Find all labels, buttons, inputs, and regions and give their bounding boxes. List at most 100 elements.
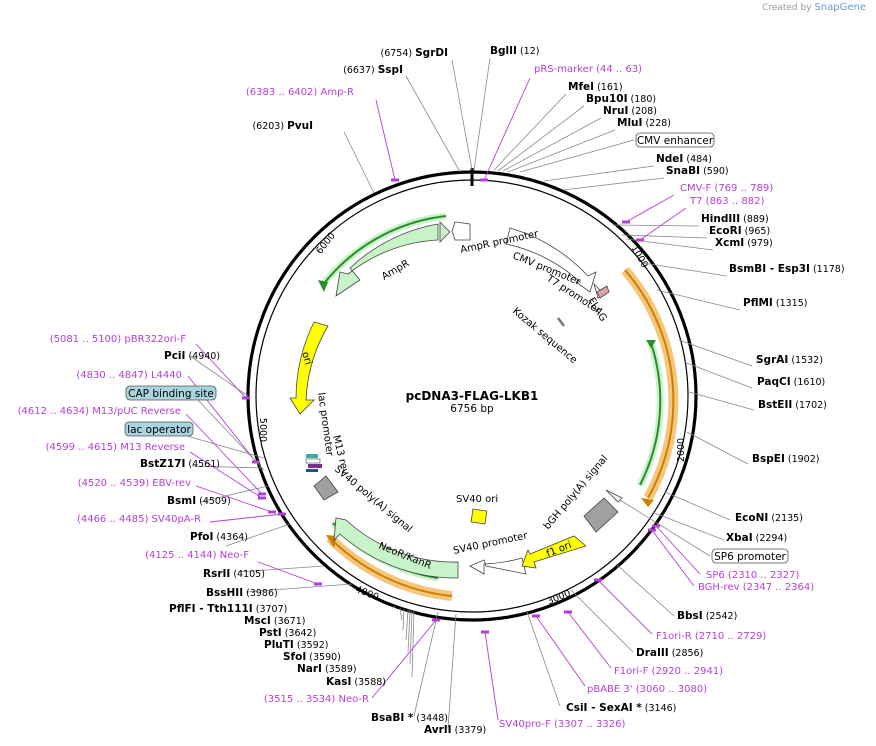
primer-neo-r[interactable]: (3515 .. 3534) Neo-R bbox=[264, 694, 369, 705]
primer-prs-marker[interactable]: pRS-marker (44 .. 63) bbox=[534, 64, 642, 75]
enzyme-pflmi[interactable]: PflMI (1315) bbox=[743, 297, 807, 309]
label-sv40-promoter: SV40 promoter bbox=[452, 530, 529, 557]
enzyme-snabi[interactable]: SnaBI (590) bbox=[666, 165, 729, 177]
primer-pbabe-3[interactable]: pBABE 3' (3060 .. 3080) bbox=[587, 684, 707, 695]
enzyme-sgrdi[interactable]: (6754) SgrDI bbox=[381, 47, 449, 59]
box-label-lac-operator[interactable]: lac operator bbox=[127, 424, 191, 436]
primer-neo-f[interactable]: (4125 .. 4144) Neo-F bbox=[145, 550, 249, 561]
primer-sv40pro-f[interactable]: SV40pro-F (3307 .. 3326) bbox=[499, 719, 626, 730]
enzyme-sfoi[interactable]: SfoI (3590) bbox=[283, 651, 341, 663]
enzyme-xbai[interactable]: XbaI (2294) bbox=[726, 532, 787, 544]
primer-sv40pa-r[interactable]: (4466 .. 4485) SV40pA-R bbox=[77, 514, 201, 525]
leader-bspei bbox=[686, 431, 749, 465]
enzyme-psti[interactable]: PstI (3642) bbox=[259, 627, 316, 639]
enzyme-bsmi[interactable]: BsmI (4509) bbox=[167, 495, 231, 507]
enzyme-paqci[interactable]: PaqCI (1610) bbox=[757, 376, 825, 388]
sv40-polya-feature[interactable] bbox=[313, 475, 339, 501]
bgh-polya-feature[interactable] bbox=[583, 497, 619, 533]
box-sp6-promoter bbox=[711, 548, 789, 564]
enzyme-rsrii[interactable]: RsrII (4105) bbox=[203, 568, 265, 580]
primer-leader-f1ori-r bbox=[597, 579, 653, 635]
enzyme-msci[interactable]: MscI (3671) bbox=[244, 615, 305, 627]
primer-leader-sv40pro-f bbox=[484, 631, 499, 721]
f1-ori-feature[interactable] bbox=[521, 535, 587, 569]
ampr-promoter-feature[interactable] bbox=[451, 221, 471, 241]
primer-leader-sp6 bbox=[655, 525, 701, 575]
primer-f1ori-r[interactable]: F1ori-R (2710 .. 2729) bbox=[656, 631, 766, 642]
enzyme-ecori[interactable]: EcoRI (965) bbox=[709, 225, 770, 237]
label-f1-ori: f1 ori bbox=[545, 540, 573, 560]
enzyme-bsshii[interactable]: BssHII (3986) bbox=[206, 587, 278, 599]
enzyme-pflfi-tth111i[interactable]: PflFI - Tth111I (3707) bbox=[169, 603, 287, 615]
leader-rsrii bbox=[237, 565, 325, 573]
leader-draiii bbox=[570, 589, 634, 653]
primer-bgh-rev[interactable]: BGH-rev (2347 .. 2364) bbox=[698, 582, 814, 593]
orf-arrow-right bbox=[641, 498, 654, 507]
tick-2000: 2000 bbox=[676, 438, 687, 462]
sv40-ori-feature[interactable] bbox=[470, 508, 488, 525]
enzyme-avrii[interactable]: AvrII (3379) bbox=[424, 724, 486, 736]
enzyme-pcii[interactable]: PciI (4940) bbox=[164, 350, 220, 362]
primer-cmv-f[interactable]: CMV-F (769 .. 789) bbox=[680, 183, 773, 194]
enzyme-pluti[interactable]: PluTI (3592) bbox=[264, 639, 328, 651]
primer-pbr322ori-f[interactable]: (5081 .. 5100) pBR322ori-F bbox=[50, 334, 186, 345]
sv40-promoter-feature[interactable] bbox=[469, 557, 527, 575]
leader-pfoi bbox=[225, 523, 291, 547]
primer-ebv-rev[interactable]: (4520 .. 4539) EBV-rev bbox=[78, 478, 191, 489]
ori-feature[interactable] bbox=[289, 321, 329, 415]
enzyme-sspi[interactable]: (6637) SspI bbox=[343, 64, 403, 76]
enzyme-hindiii[interactable]: HindIII (889) bbox=[701, 213, 769, 225]
cmv-promoter-feature[interactable] bbox=[505, 227, 597, 293]
leader-psti bbox=[402, 608, 405, 631]
enzyme-kasi[interactable]: KasI (3588) bbox=[326, 676, 386, 688]
enzyme-bglii[interactable]: BglII (12) bbox=[490, 45, 539, 57]
enzyme-pfoi[interactable]: PfoI (4364) bbox=[190, 531, 248, 543]
enzyme-bsmbi-esp3i[interactable]: BsmBI - Esp3I (1178) bbox=[729, 263, 845, 275]
enzyme-csii-sexai[interactable]: CsiI - SexAI * (3146) bbox=[566, 702, 676, 714]
lac-operator-feature bbox=[306, 454, 318, 458]
leader-econi bbox=[664, 491, 731, 521]
enzyme-mfei[interactable]: MfeI (161) bbox=[568, 81, 623, 93]
enzyme-sgrai[interactable]: SgrAI (1532) bbox=[756, 354, 823, 366]
ampr-feature[interactable] bbox=[335, 223, 439, 297]
m13-rev-feature bbox=[308, 464, 322, 468]
leader-ndei bbox=[543, 165, 655, 182]
enzyme-mlui[interactable]: MluI (228) bbox=[617, 117, 671, 129]
enzyme-nrui[interactable]: NruI (208) bbox=[603, 105, 657, 117]
primer-m13-puc-reverse[interactable]: (4612 .. 4634) M13/pUC Reverse bbox=[18, 406, 181, 417]
primer-sp6[interactable]: SP6 (2310 .. 2327) bbox=[706, 570, 799, 581]
tick-3000: 3000 bbox=[546, 588, 573, 607]
enzyme-ndei[interactable]: NdeI (484) bbox=[656, 153, 712, 165]
box-label-cmv-enhancer[interactable]: CMV enhancer bbox=[637, 135, 714, 147]
enzyme-nari[interactable]: NarI (3589) bbox=[297, 663, 357, 675]
enzyme-draiii[interactable]: DraIII (2856) bbox=[636, 647, 703, 659]
ampr-promoter-arrow bbox=[439, 221, 451, 243]
box-label-cap-binding-site[interactable]: CAP binding site bbox=[128, 388, 214, 400]
enzyme-bstz17i[interactable]: BstZ17I (4561) bbox=[140, 458, 220, 470]
leader-pvui bbox=[343, 131, 375, 194]
enzyme-econi[interactable]: EcoNI (2135) bbox=[735, 512, 803, 524]
primer-f1ori-f[interactable]: F1ori-F (2920 .. 2941) bbox=[614, 666, 723, 677]
lac-promoter-feature bbox=[305, 458, 321, 464]
leader-nari bbox=[409, 610, 413, 665]
leader-mlui bbox=[507, 129, 616, 173]
enzyme-bbsi[interactable]: BbsI (2542) bbox=[677, 610, 737, 622]
enzyme-pvui[interactable]: (6203) PvuI bbox=[252, 120, 313, 132]
primer-amp-r[interactable]: (6383 .. 6402) Amp-R bbox=[246, 87, 354, 98]
enzyme-xcmi[interactable]: XcmI (979) bbox=[715, 237, 773, 249]
flag-feature[interactable] bbox=[596, 285, 610, 299]
enzyme-bsteii[interactable]: BstEII (1702) bbox=[758, 399, 827, 411]
leader-msci bbox=[399, 607, 403, 621]
box-label-sp6-promoter[interactable]: SP6 promoter bbox=[714, 551, 786, 563]
primer-t7[interactable]: T7 (863 .. 882) bbox=[689, 196, 764, 207]
credit-app: SnapGene bbox=[814, 2, 866, 13]
neor-kanr-feature[interactable] bbox=[333, 517, 459, 579]
primer-m13-reverse[interactable]: (4599 .. 4615) M13 Reverse bbox=[46, 442, 185, 453]
enzyme-bsabi[interactable]: BsaBI * (3448) bbox=[371, 712, 448, 724]
primer-l4440[interactable]: (4830 .. 4847) L4440 bbox=[76, 370, 182, 381]
enzyme-bspei[interactable]: BspEI (1902) bbox=[752, 453, 819, 465]
box-cmv-enhancer bbox=[635, 132, 715, 148]
enzyme-bpu10i[interactable]: Bpu10I (180) bbox=[586, 93, 656, 105]
leader-pflmi bbox=[656, 289, 741, 311]
primer-mark-ebv-rev bbox=[268, 510, 276, 514]
